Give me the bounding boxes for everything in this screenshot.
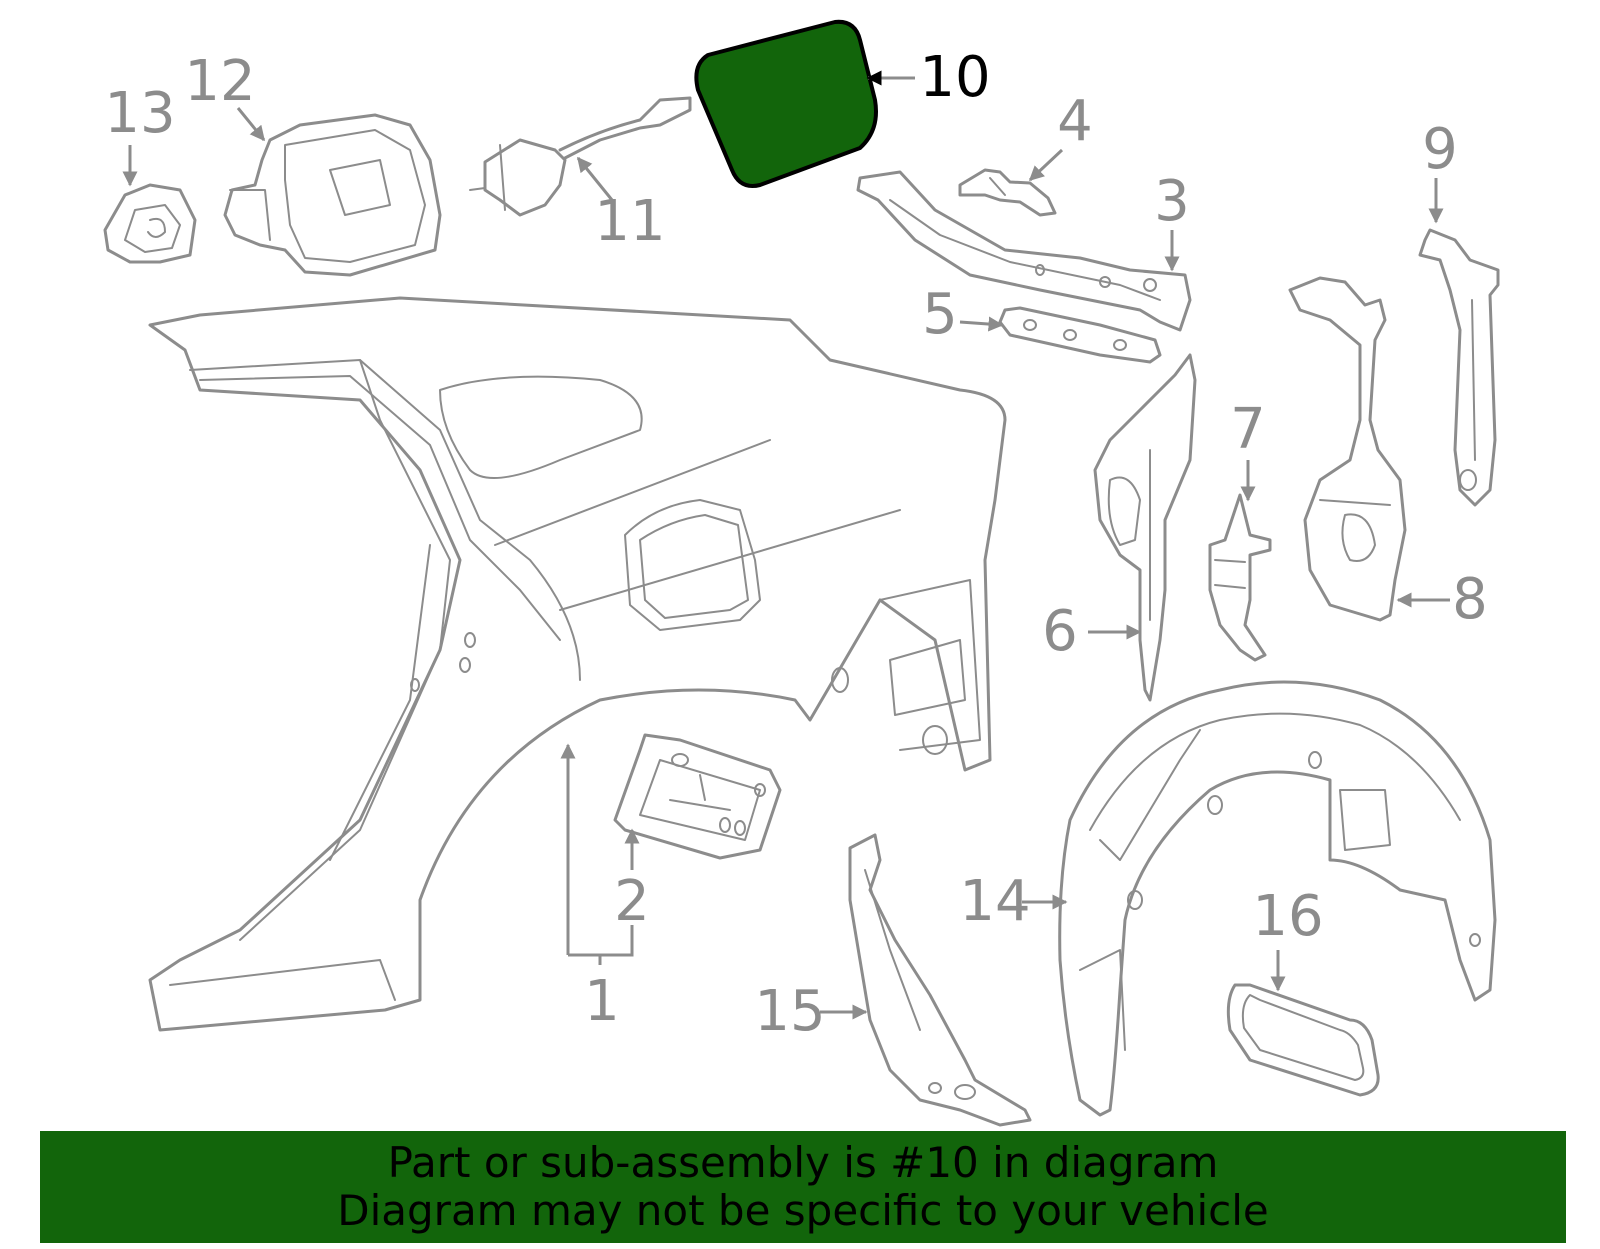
callout-6: 6 [1042,599,1078,664]
banner-line-disclaimer: Diagram may not be specific to your vehi… [337,1186,1269,1235]
callout-14: 14 [959,869,1030,934]
callout-5: 5 [922,282,958,347]
fuel-door-part-10[interactable] [694,19,878,188]
plate-part-5[interactable] [998,306,1162,364]
bracket-part-15[interactable] [848,833,1032,1127]
callout-7: 7 [1230,397,1266,462]
callout-15: 15 [754,979,825,1044]
callout-8: 8 [1452,567,1488,632]
wheelhouse-liner-part-14[interactable] [1058,680,1497,1117]
fuel-door-housing-part-12[interactable] [223,113,442,277]
pillar-part-8[interactable] [1288,276,1407,622]
bracket-part-9[interactable] [1418,228,1500,507]
clip-part-7[interactable] [1208,493,1272,662]
callout-3: 3 [1154,169,1190,234]
actuator-part-11[interactable] [469,96,692,217]
callout-16: 16 [1252,884,1323,949]
info-banner: Part or sub-assembly is #10 in diagram D… [40,1131,1566,1243]
callout-1: 1 [584,969,620,1034]
vent-part-16[interactable] [1226,983,1380,1097]
grommet-part-13[interactable] [103,183,197,264]
leader-lines [122,70,1450,1020]
banner-line-part-number: Part or sub-assembly is #10 in diagram [387,1138,1219,1187]
callout-9: 9 [1422,117,1458,182]
quarter-panel-part[interactable] [148,296,1007,1032]
callout-2: 2 [614,869,650,934]
bracket-part-4[interactable] [958,168,1057,217]
callout-13: 13 [104,81,175,146]
callout-12: 12 [184,49,255,114]
reinforcement-part-3[interactable] [856,170,1192,332]
bracket-part-6[interactable] [1093,353,1197,702]
callout-4: 4 [1057,89,1093,154]
bracket-part-2[interactable] [613,733,782,860]
callout-10: 10 [919,45,990,110]
callout-11: 11 [594,189,665,254]
